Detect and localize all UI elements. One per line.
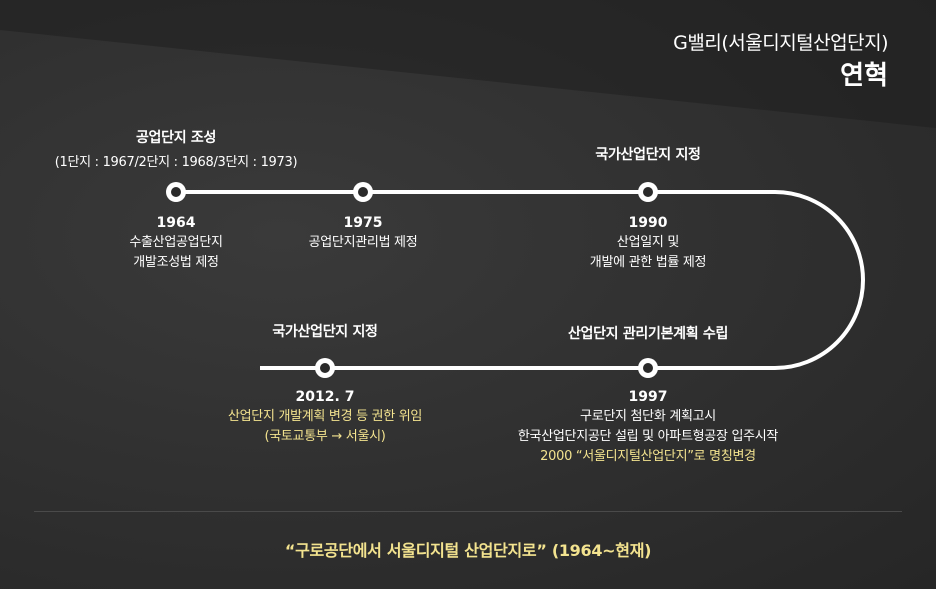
event-1997-heading: 산업단지 관리기본계획 수립	[498, 323, 798, 343]
event-1964-desc-1: 수출산업공업단지	[129, 235, 223, 250]
event-2012-year: 2012. 7	[295, 389, 355, 405]
event-1997-detail: 1997 구로단지 첨단화 계획고시 한국산업단지공단 설립 및 아파트형공장 …	[448, 389, 848, 467]
event-2012-detail: 2012. 7 산업단지 개발계획 변경 등 권한 위임 (국토교통부 → 서울…	[175, 389, 475, 447]
event-1975-detail: 1975 공업단지관리법 제정	[263, 215, 463, 253]
event-2012-highlight-1: 산업단지 개발계획 변경 등 권한 위임	[227, 409, 423, 424]
milestone-dot-1997	[638, 358, 658, 378]
header-subtitle: G밸리(서울디지털산업단지)	[673, 32, 888, 54]
event-1997-year: 1997	[628, 389, 668, 405]
event-1975-year: 1975	[343, 215, 383, 231]
event-1964-year: 1964	[156, 215, 196, 231]
event-2012-title: 국가산업단지 지정	[272, 324, 378, 340]
header-title: 연혁	[840, 61, 888, 91]
event-1997-desc-2: 한국산업단지공단 설립 및 아파트형공장 입주시작	[517, 429, 779, 444]
event-1975-desc-1: 공업단지관리법 제정	[308, 235, 418, 250]
footer-divider	[34, 511, 902, 512]
event-1964-title: 공업단지 조성	[135, 130, 217, 146]
milestone-dot-1990	[638, 182, 658, 202]
event-1990-year: 1990	[628, 215, 668, 231]
event-2012-heading: 국가산업단지 지정	[175, 321, 475, 341]
event-1997-highlight: 2000 “서울디지털산업단지”로 명칭변경	[540, 449, 756, 464]
event-1964-desc-2: 개발조성법 제정	[133, 255, 219, 270]
event-1990-detail: 1990 산업일지 및 개발에 관한 법률 제정	[528, 215, 768, 273]
event-1964-subtitle: (1단지 : 1967/2단지 : 1968/3단지 : 1973)	[54, 155, 298, 170]
page-header: G밸리(서울디지털산업단지) 연혁	[673, 30, 888, 94]
footer-slogan: “구로공단에서 서울디지털 산업단지로” (1964~현재)	[284, 541, 652, 560]
milestone-dot-1964	[166, 182, 186, 202]
event-1997-desc-1: 구로단지 첨단화 계획고시	[580, 409, 716, 424]
event-1990-desc-1: 산업일지 및	[616, 235, 680, 250]
milestone-dot-2012	[315, 358, 335, 378]
event-2012-highlight-2: (국토교통부 → 서울시)	[264, 429, 386, 444]
event-1990-title: 국가산업단지 지정	[595, 147, 701, 163]
event-1964-heading: 공업단지 조성 (1단지 : 1967/2단지 : 1968/3단지 : 197…	[6, 127, 346, 170]
event-1964-detail: 1964 수출산업공업단지 개발조성법 제정	[76, 215, 276, 273]
event-1990-heading: 국가산업단지 지정	[498, 144, 798, 164]
event-1997-title: 산업단지 관리기본계획 수립	[567, 326, 729, 342]
milestone-dot-1975	[353, 182, 373, 202]
event-1990-desc-2: 개발에 관한 법률 제정	[589, 255, 707, 270]
